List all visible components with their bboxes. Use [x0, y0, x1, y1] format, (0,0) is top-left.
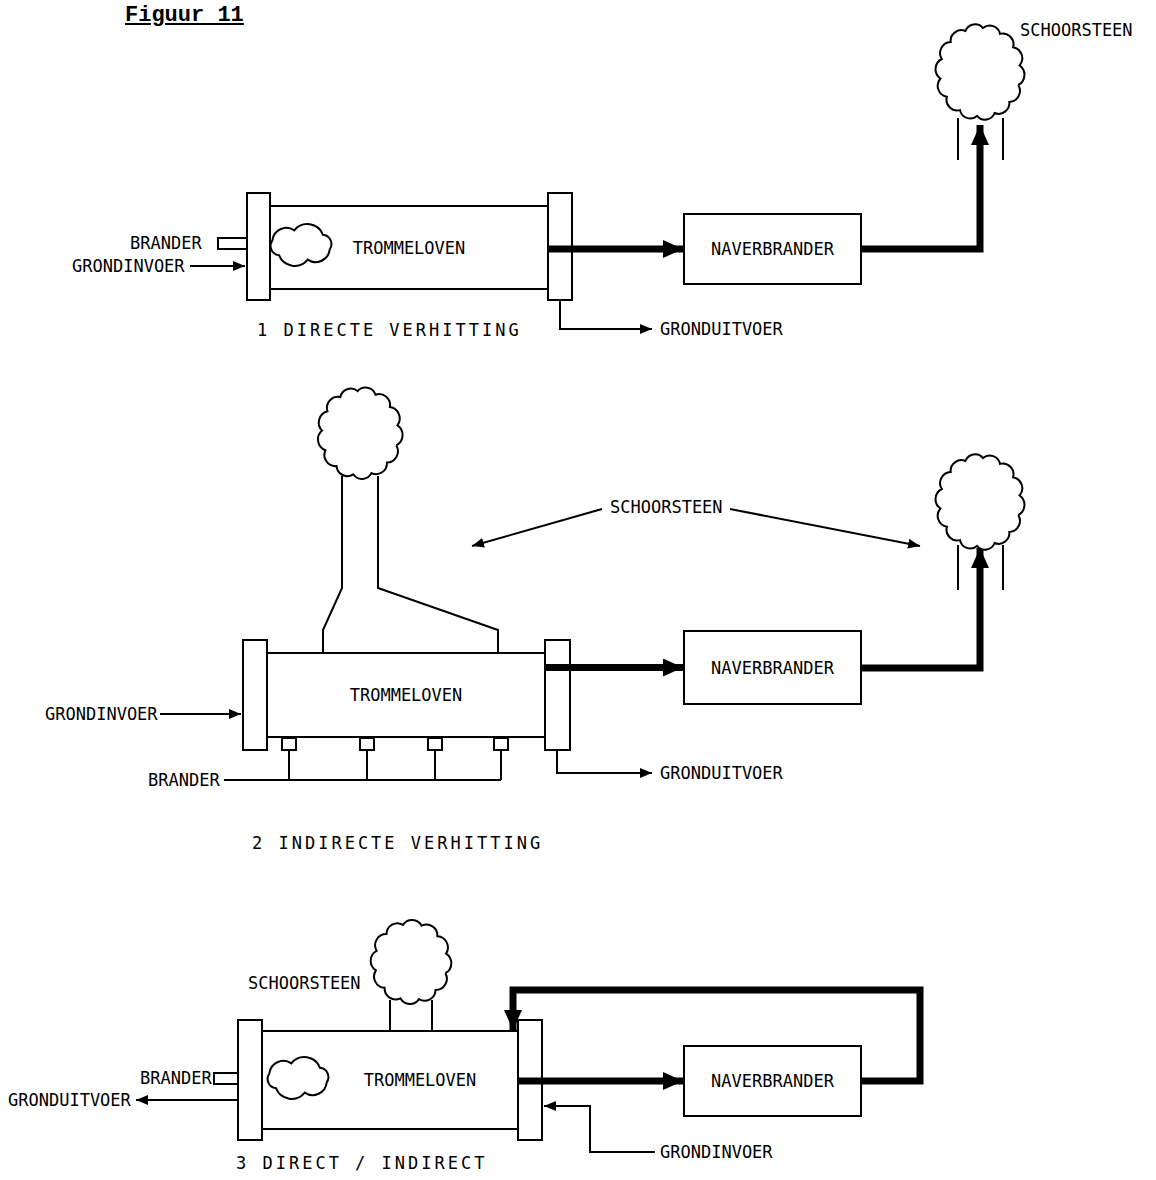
burner [282, 738, 296, 750]
chimney-label: SCHOORSTEEN [610, 497, 723, 517]
diagram-two [160, 476, 1003, 780]
flue-gas-arrow [862, 548, 980, 668]
discharge-label: GRONDUITVOER [660, 763, 783, 783]
variant-caption: 1 DIRECTE VERHITTING [257, 320, 522, 340]
burner-flame [271, 224, 332, 266]
flue-gas-arrow [862, 125, 980, 249]
burner-label: BRANDER [130, 233, 202, 253]
burner-pipe [214, 1073, 238, 1084]
discharge-arrow [136, 1099, 238, 1101]
drum-flange [243, 640, 267, 750]
smoke-cloud [318, 388, 403, 479]
smoke-cloud [936, 454, 1025, 549]
feed-arrow [160, 713, 241, 715]
burner [494, 738, 508, 750]
smoke-and-flames [268, 24, 1025, 1099]
leader-arrow [472, 509, 602, 546]
gas-flow-arrow [545, 664, 683, 671]
afterburner-box: NAVERBRANDER [683, 213, 862, 285]
figure-title: Figuur 11 [125, 3, 244, 29]
smoke-cloud [371, 920, 452, 1004]
feed-arrow [544, 1106, 655, 1152]
diagram-three [136, 1000, 655, 1152]
gas-flow-arrow [518, 1078, 683, 1085]
node-text: NAVERBRANDER [711, 1071, 834, 1091]
chimney-label: SCHOORSTEEN [248, 973, 361, 993]
node-text: TROMMELOVEN [353, 238, 466, 258]
feed-label: GRONDINVOER [72, 256, 185, 276]
feed-label: GRONDINVOER [45, 704, 158, 724]
afterburner-box: NAVERBRANDER [683, 1045, 862, 1117]
node-text: TROMMELOVEN [364, 1070, 477, 1090]
rotary-kiln: TROMMELOVEN [267, 652, 545, 738]
discharge-label: GRONDUITVOER [8, 1090, 131, 1110]
chimney-hood [323, 476, 498, 652]
drum-flange [247, 193, 270, 300]
leader-arrow [730, 509, 920, 546]
chimney-stack [958, 545, 1003, 590]
discharge-arrow [557, 750, 652, 773]
rotary-kiln: TROMMELOVEN [270, 205, 548, 290]
node-text: NAVERBRANDER [711, 239, 834, 259]
discharge-label: GRONDUITVOER [660, 319, 783, 339]
drum-flange [238, 1020, 262, 1140]
burner-pipe [218, 238, 247, 249]
drum-flange [545, 640, 570, 750]
burner-label: BRANDER [140, 1068, 212, 1088]
feed-arrow [190, 265, 245, 267]
node-text: TROMMELOVEN [350, 685, 463, 705]
smoke-cloud [936, 24, 1025, 119]
feed-label: GRONDINVOER [660, 1142, 773, 1162]
burner [360, 738, 374, 750]
rotary-kiln: TROMMELOVEN [262, 1030, 518, 1130]
afterburner-box: NAVERBRANDER [683, 630, 862, 705]
gas-flow-arrow [513, 990, 920, 1081]
gas-flow-arrow [548, 246, 683, 253]
burner [428, 738, 442, 750]
burner-flame [268, 1057, 329, 1099]
variant-caption: 2 INDIRECTE VERHITTING [252, 833, 543, 853]
burner-label: BRANDER [148, 770, 220, 790]
burner-manifold [224, 750, 501, 780]
diagram-one [190, 118, 1003, 329]
chimney-stack [958, 118, 1003, 160]
chimney-label: SCHOORSTEEN [1020, 20, 1133, 40]
node-text: NAVERBRANDER [711, 658, 834, 678]
variant-caption: 3 DIRECT / INDIRECT [236, 1153, 487, 1173]
discharge-arrow [560, 300, 652, 329]
